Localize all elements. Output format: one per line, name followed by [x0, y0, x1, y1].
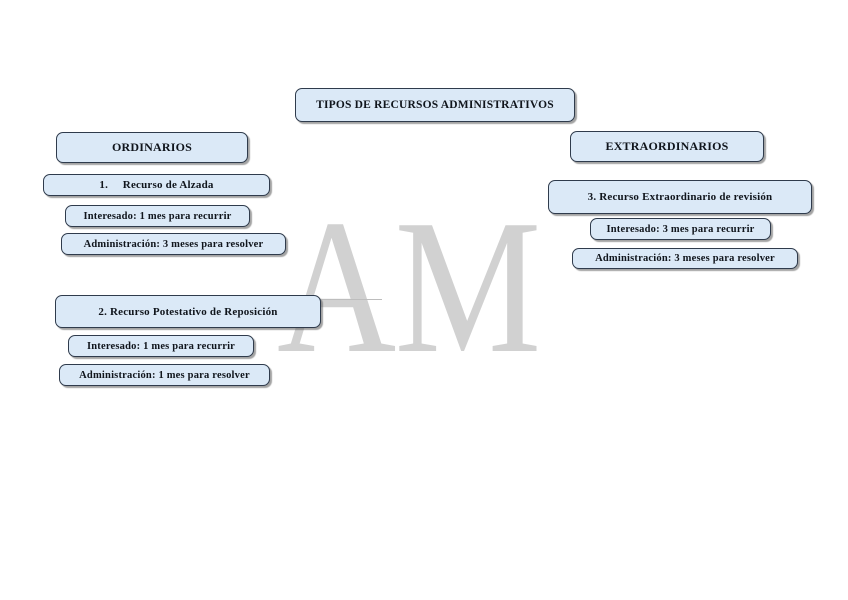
am-watermark: AM [277, 180, 541, 393]
recurso-reposicion-interesado-box: Interesado: 1 mes para recurrir [68, 335, 254, 357]
extraordinarios-header-box: EXTRAORDINARIOS [570, 131, 764, 162]
recurso-revision-administracion-box: Administración: 3 meses para resolver [572, 248, 798, 269]
diagram-title-box: TIPOS DE RECURSOS ADMINISTRATIVOS [295, 88, 575, 122]
recurso-revision-title-box: 3. Recurso Extraordinario de revisión [548, 180, 812, 214]
recurso-reposicion-administracion-box: Administración: 1 mes para resolver [59, 364, 270, 386]
recurso-alzada-title-box: 1. Recurso de Alzada [43, 174, 270, 196]
connector-line [322, 299, 382, 300]
recurso-revision-interesado-box: Interesado: 3 mes para recurrir [590, 218, 771, 240]
recurso-alzada-interesado-box: Interesado: 1 mes para recurrir [65, 205, 250, 227]
recurso-alzada-administracion-box: Administración: 3 meses para resolver [61, 233, 286, 255]
recurso-reposicion-title-box: 2. Recurso Potestativo de Reposición [55, 295, 321, 328]
ordinarios-header-box: ORDINARIOS [56, 132, 248, 163]
